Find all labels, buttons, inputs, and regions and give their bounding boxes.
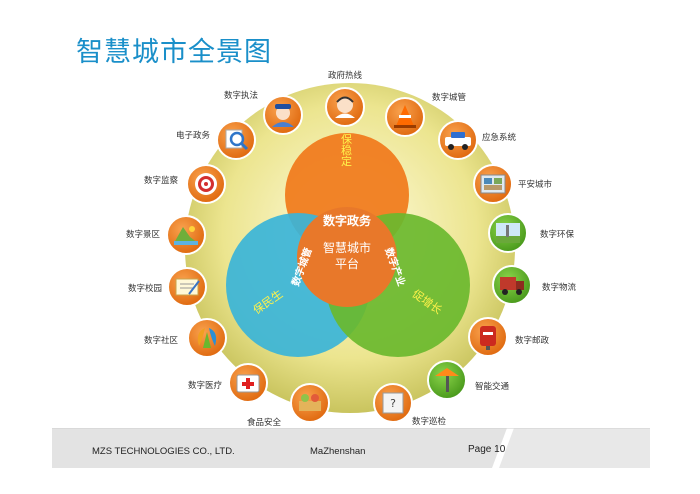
node-10: 食品安全	[247, 383, 330, 428]
inspection-icon: ?	[382, 392, 404, 414]
truck-icon	[500, 277, 524, 295]
node-label: 平安城市	[518, 179, 553, 190]
svg-text:?: ?	[390, 397, 396, 410]
footer-page-number: Page 10	[468, 444, 506, 455]
node-17: 数字执法	[224, 90, 303, 135]
center-digital-gov: 数字政务	[323, 213, 372, 228]
node-12: 数字社区	[144, 318, 227, 358]
node-label: 数字景区	[126, 229, 161, 240]
node-13: 数字校园	[128, 267, 207, 307]
scenery-icon	[174, 226, 198, 245]
community-icon	[197, 328, 217, 348]
node-14: 数字景区	[126, 215, 206, 255]
operator-icon	[335, 96, 355, 118]
node-label: 数字邮政	[515, 335, 550, 346]
node-label: 数字执法	[224, 90, 258, 101]
node-3: 应急系统	[438, 120, 517, 160]
road-sign-icon	[435, 368, 459, 392]
node-label: 数字城管	[432, 92, 466, 103]
node-label: 数字环保	[540, 229, 575, 240]
node-label: 智能交通	[475, 381, 510, 392]
node-9: ? 数字巡检	[373, 383, 447, 427]
footer-author: MaZhenshan	[310, 446, 366, 457]
node-2: 数字城管	[385, 92, 466, 137]
food-icon	[299, 394, 321, 411]
node-label: 食品安全	[247, 417, 282, 428]
node-5: 数字环保	[488, 213, 575, 253]
node-7: 数字邮政	[468, 317, 550, 357]
first-aid-icon	[236, 374, 260, 393]
center-title-line2: 平台	[335, 256, 359, 271]
node-label: 政府热线	[328, 70, 363, 81]
top-circle-label: 保稳定	[340, 132, 353, 167]
node-1: 政府热线	[325, 70, 365, 127]
node-label: 数字监察	[144, 175, 179, 186]
node-label: 数字校园	[128, 283, 162, 294]
target-icon	[195, 173, 217, 195]
notebook-icon	[175, 278, 200, 296]
footer-company: MZS TECHNOLOGIES CO., LTD.	[92, 446, 235, 457]
node-label: 应急系统	[482, 132, 517, 143]
node-6: 数字物流	[492, 265, 577, 305]
node-11: 数字医疗	[188, 363, 268, 403]
mailbox-icon	[480, 326, 496, 350]
node-16: 电子政务	[176, 120, 256, 160]
surveillance-icon	[480, 174, 506, 194]
node-label: 数字社区	[144, 335, 179, 346]
page-title: 智慧城市全景图	[76, 37, 272, 68]
center-title-line1: 智慧城市	[323, 240, 371, 255]
node-15: 数字监察	[144, 164, 226, 204]
environment-icon	[496, 223, 520, 243]
node-4: 平安城市	[473, 164, 553, 204]
node-label: 数字医疗	[188, 380, 223, 391]
traffic-cone-icon	[394, 105, 416, 128]
node-8: 智能交通	[427, 360, 510, 400]
police-car-icon	[445, 132, 471, 150]
magnifier-icon	[225, 129, 249, 151]
node-label: 电子政务	[176, 130, 211, 141]
node-label: 数字物流	[542, 282, 577, 293]
node-label: 数字巡检	[412, 416, 447, 427]
center-circle	[297, 207, 397, 307]
officer-icon	[272, 104, 294, 127]
footer-bar	[52, 428, 650, 468]
